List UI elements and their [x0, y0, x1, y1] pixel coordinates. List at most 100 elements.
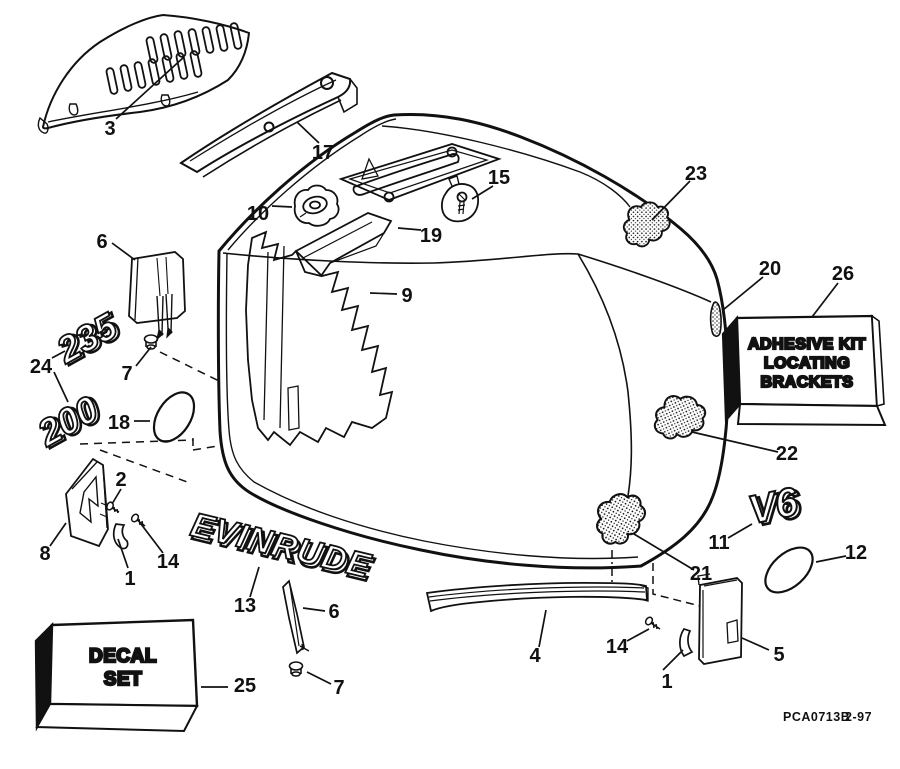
part-19-duct — [294, 212, 393, 278]
part-17-support — [179, 71, 358, 178]
part-6-wedge-lower — [282, 579, 310, 655]
callout-10: 10 — [247, 203, 269, 225]
callout-6a: 6 — [96, 231, 107, 253]
leader-14b — [626, 628, 650, 642]
part-18-oval-decal — [152, 391, 196, 443]
leader-8 — [49, 522, 67, 547]
leader-10 — [271, 205, 293, 208]
leader-1a — [117, 538, 129, 569]
adhesive-kit-line2: LOCATING — [764, 355, 850, 372]
part-1-clip-left — [112, 523, 129, 550]
part-24-hp-emblem-235: 235 235 — [48, 304, 130, 374]
callout-22: 22 — [776, 443, 798, 465]
locator-dashes — [79, 351, 701, 607]
part-2-screw — [106, 501, 120, 514]
callout-17: 17 — [312, 142, 334, 164]
callout-11: 11 — [708, 532, 729, 554]
callout-21: 21 — [690, 563, 712, 585]
footer-code: PCA0713B 2-97 — [783, 710, 872, 724]
callout-14b: 14 — [606, 636, 629, 658]
callout-19: 19 — [420, 225, 442, 247]
callout-25: 25 — [234, 675, 256, 697]
handle-recess — [338, 143, 502, 203]
callout-23: 23 — [685, 163, 707, 185]
adhesive-kit-box: ADHESIVE KIT LOCATING BRACKETS — [721, 314, 887, 427]
diagram-date: 2-97 — [845, 710, 872, 724]
callout-8: 8 — [39, 543, 50, 565]
part-10-latch — [293, 184, 340, 227]
callout-2: 2 — [115, 469, 126, 491]
callout-7a: 7 — [121, 363, 132, 385]
leader-13 — [249, 566, 260, 598]
part-7-pin-lower — [288, 661, 304, 677]
leader-6b — [302, 607, 326, 612]
leader-19 — [397, 227, 422, 231]
callout-5: 5 — [773, 644, 784, 666]
leader-5 — [741, 637, 770, 651]
leader-23 — [651, 180, 691, 221]
callout-9: 9 — [401, 285, 412, 307]
part-9-baffle — [245, 230, 394, 447]
part-14-screw-right — [644, 616, 661, 630]
evinrude-decal: EVINRUDE EVINRUDE — [186, 505, 378, 591]
part-11-v6-emblem: V6 V6 — [744, 478, 808, 536]
part-20-strip — [709, 301, 722, 337]
part-12-oval-decal — [764, 546, 814, 594]
adhesive-kit-line1: ADHESIVE KIT — [748, 336, 866, 353]
part-14-screw-left — [130, 513, 146, 527]
decal-set-line1: DECAL — [89, 646, 157, 667]
part-6-retainer-upper — [128, 251, 186, 341]
callout-1a: 1 — [124, 568, 135, 590]
engine-cover — [216, 113, 730, 570]
callout-12: 12 — [845, 542, 867, 564]
leader-7b — [306, 671, 332, 685]
leader-2 — [111, 488, 122, 505]
leader-21 — [633, 533, 695, 571]
leader-22 — [691, 431, 779, 453]
callout-1b: 1 — [661, 671, 672, 693]
callout-numbers: 3 17 15 10 19 9 23 20 26 22 21 11 12 5 1… — [30, 118, 867, 699]
leader-12 — [815, 555, 847, 563]
callout-4: 4 — [529, 645, 541, 667]
callout-26: 26 — [832, 263, 854, 285]
callout-13: 13 — [234, 595, 256, 617]
callout-24: 24 — [30, 356, 53, 378]
decal-set-line2: SET — [104, 669, 142, 690]
v6-shadow: V6 — [748, 482, 806, 535]
leader-9 — [369, 292, 398, 295]
part-24-hp-emblem-200: 200 200 — [29, 387, 110, 457]
pad-22 — [648, 387, 712, 449]
part-15-bracket — [440, 175, 480, 223]
callout-20: 20 — [759, 258, 781, 280]
leader-11 — [727, 523, 753, 539]
hp-200-text: 200 — [30, 388, 105, 454]
evinrude-decal-text: EVINRUDE — [187, 506, 375, 586]
callout-7b: 7 — [333, 677, 344, 699]
leader-26 — [811, 282, 839, 318]
part-3-grille — [37, 13, 251, 134]
leader-6a — [111, 242, 136, 261]
leader-4 — [538, 609, 547, 648]
leader-17 — [296, 121, 320, 144]
leader-1b — [662, 649, 684, 671]
adhesive-kit-line3: BRACKETS — [761, 374, 854, 391]
part-1-clip-right — [679, 627, 694, 658]
leader-24 — [51, 350, 69, 403]
callout-18: 18 — [108, 412, 130, 434]
callout-15: 15 — [488, 167, 510, 189]
hp-235-text: 235 — [49, 305, 125, 372]
part-5-plate — [697, 573, 743, 665]
leader-lines — [49, 56, 847, 688]
leader-7a — [135, 346, 152, 367]
callout-3: 3 — [104, 118, 115, 140]
diagram-code: PCA0713B — [783, 710, 850, 724]
leader-20 — [722, 276, 764, 311]
callout-14a: 14 — [157, 551, 180, 573]
decal-set-box: DECAL SET — [34, 618, 199, 733]
part-7-pin-upper — [143, 334, 159, 350]
part-8-bracket — [65, 457, 109, 548]
leader-14a — [140, 523, 164, 554]
part-4-trim-strip — [425, 581, 649, 613]
